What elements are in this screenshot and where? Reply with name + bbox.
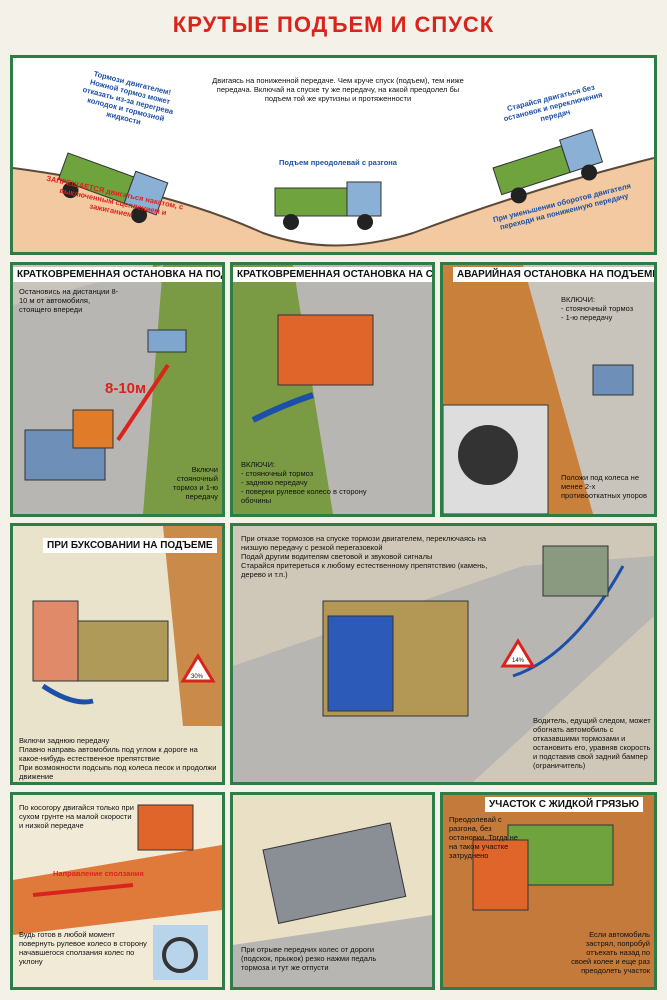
panel-text: Включи стояночный тормоз и 1-ю передачу xyxy=(172,465,218,501)
slide-direction-label: Направление сползания xyxy=(53,869,144,878)
top-panel: Двигаясь на пониженной передаче. Чем кру… xyxy=(10,55,657,255)
top-illustration xyxy=(13,128,654,252)
panel-brake-failure: При отказе тормозов на спуске тормози дв… xyxy=(230,523,657,785)
truck-stopped xyxy=(24,409,114,481)
panel-text: При отказе тормозов на спуске тормози дв… xyxy=(241,534,488,579)
jumping-van xyxy=(262,822,407,924)
panel-text: ВКЛЮЧИ: - стояночный тормоз - заднюю пер… xyxy=(241,460,367,505)
panel-slipping: ПРИ БУКСОВАНИИ НА ПОДЪЕМЕ 30% Включи зад… xyxy=(10,523,225,785)
panel-title: КРАТКОВРЕМЕННАЯ ОСТАНОВКА НА ПОДЪЕМЕ xyxy=(13,267,222,282)
grade-sign: 30% xyxy=(191,674,204,680)
panel-text: Остановись на дистанции 8-10 м от автомо… xyxy=(19,287,119,314)
panel-wheel-lift: При отрыве передних колес от дороги (под… xyxy=(230,792,435,990)
panel-text: По косогору двигайся только при сухом гр… xyxy=(19,803,134,830)
panel-text: Водитель, едущий следом, может обогнать … xyxy=(533,716,651,770)
panel-title: ПРИ БУКСОВАНИИ НА ПОДЪЕМЕ xyxy=(43,538,217,553)
truck-right xyxy=(492,128,604,204)
panel-title: АВАРИЙНАЯ ОСТАНОВКА НА ПОДЪЕМЕ xyxy=(453,267,654,282)
intro-text: Двигаясь на пониженной передаче. Чем кру… xyxy=(212,76,464,103)
panel-text: ВКЛЮЧИ: - стояночный тормоз - 1-ю переда… xyxy=(561,295,634,322)
poster-title: КРУТЫЕ ПОДЪЕМ И СПУСК xyxy=(172,12,495,37)
panel-side-slope: По косогору двигайся только при сухом гр… xyxy=(10,792,225,990)
truck-descending xyxy=(277,314,374,386)
panel-title: УЧАСТОК С ЖИДКОЙ ГРЯЗЬЮ xyxy=(485,797,643,812)
panel-text: Включи заднюю передачу Плавно направь ав… xyxy=(19,736,217,781)
distance-label: 8-10м xyxy=(105,380,147,397)
panel-title: КРАТКОВРЕМЕННАЯ ОСТАНОВКА НА СПУСКЕ xyxy=(233,267,432,282)
panel-text: Если автомобиль застрял, попробуй отъеха… xyxy=(571,930,650,975)
panel-emergency-uphill: АВАРИЙНАЯ ОСТАНОВКА НА ПОДЪЕМЕ ВКЛЮЧИ: -… xyxy=(440,262,657,517)
panel-stop-downhill: КРАТКОВРЕМЕННАЯ ОСТАНОВКА НА СПУСКЕ ВКЛЮ… xyxy=(230,262,435,517)
car-ahead xyxy=(147,329,187,353)
panel-stop-uphill: КРАТКОВРЕМЕННАЯ ОСТАНОВКА НА ПОДЪЕМЕ Ост… xyxy=(10,262,225,517)
truck-left xyxy=(57,152,169,224)
climb-momentum-text: Подъем преодолевай с разгона xyxy=(279,158,397,167)
grade-sign: 14% xyxy=(512,658,525,664)
panel-text: Положи под колеса не менее 2-х противоот… xyxy=(561,473,647,500)
truck-center xyxy=(274,181,382,230)
panel-text: Преодолевай с разгона, без остановки. То… xyxy=(449,815,518,860)
panel-text: При отрыве передних колес от дороги (под… xyxy=(241,945,377,972)
panel-text: Будь готов в любой момент повернуть руле… xyxy=(19,930,147,966)
panel-mud: УЧАСТОК С ЖИДКОЙ ГРЯЗЬЮ Преодолевай с ра… xyxy=(440,792,657,990)
